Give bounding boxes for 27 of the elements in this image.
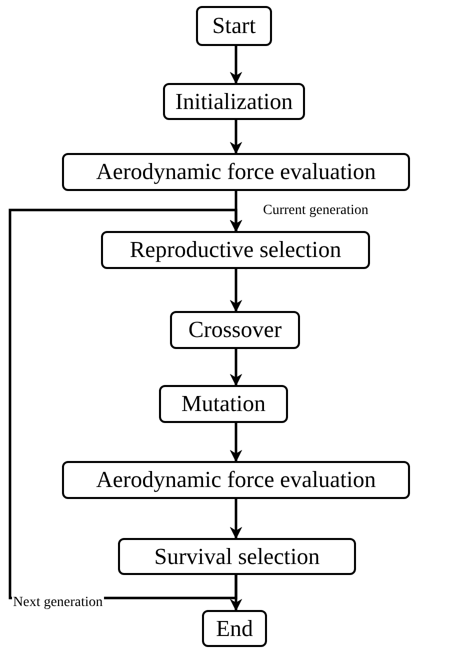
box-label: Start (212, 13, 256, 39)
process-box (62, 153, 410, 191)
box-label: End (216, 616, 254, 642)
box-label: Survival selection (154, 544, 320, 570)
process-box (159, 385, 288, 423)
box-label: Reproductive selection (130, 237, 342, 263)
arrow (230, 120, 242, 154)
process-box (118, 538, 356, 575)
process-box (196, 6, 272, 46)
arrow (230, 499, 242, 540)
arrow (230, 46, 242, 84)
process-box (170, 311, 300, 349)
annotation-label: Current generation (262, 203, 370, 219)
arrow (230, 349, 242, 386)
box-label: Initialization (175, 88, 293, 114)
arrow (230, 423, 242, 462)
process-box (202, 610, 267, 647)
process-box (101, 231, 370, 269)
arrow (230, 269, 242, 312)
process-box (62, 461, 410, 499)
box-label: Crossover (188, 317, 282, 343)
feedback-arrow (8, 208, 242, 600)
edge-label: Next generation (12, 595, 104, 611)
process-box (163, 83, 305, 120)
box-label: Aerodynamic force evaluation (96, 467, 376, 493)
box-label: Aerodynamic force evaluation (96, 159, 376, 185)
box-label: Mutation (181, 391, 266, 417)
